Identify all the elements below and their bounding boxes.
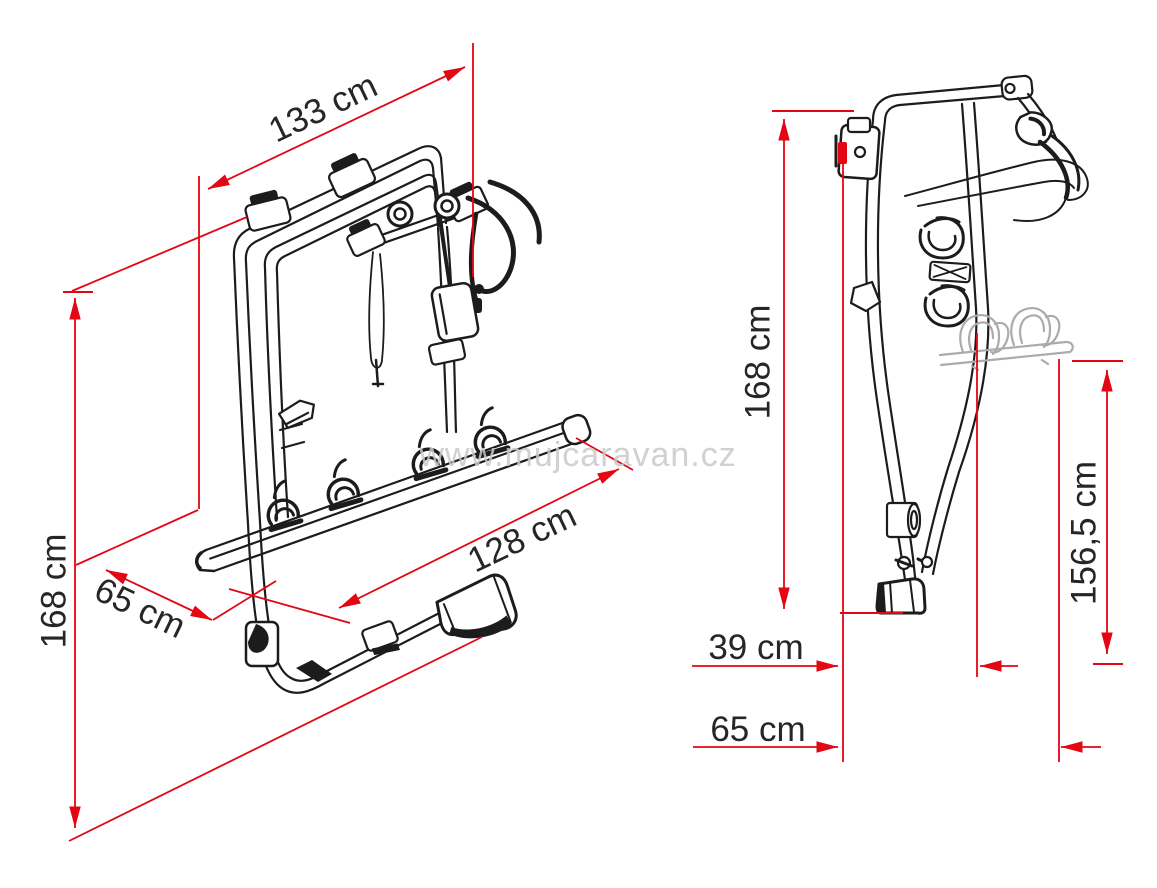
front-rail-extension-left: [228, 588, 351, 624]
front-box-top-left-edge: [71, 216, 248, 292]
front-wheel-holder: [473, 406, 511, 460]
side-grayed-rail: [938, 307, 1074, 372]
side-inner-tube: [920, 101, 990, 576]
watermark-text: www.mujcaravan.cz: [418, 436, 736, 474]
front-rail-clamp: [328, 153, 376, 199]
front-depth-extension-line: [212, 580, 277, 621]
side-wing-clamp: [894, 555, 934, 571]
front-rail-dimension-line: [338, 468, 620, 609]
side-wheel-cradle: [918, 216, 965, 260]
front-straps: [465, 179, 542, 313]
side-left-bracket: [849, 280, 882, 313]
side-lower-bracket: [885, 501, 922, 539]
side-rail-height-label: 156,5 cm: [1064, 461, 1103, 605]
front-height-label: 168 cm: [34, 534, 73, 649]
side-strap-curves: [904, 158, 1089, 222]
front-left-foot: [244, 620, 280, 668]
side-cross-clamp: [928, 260, 972, 284]
front-rail-clamp: [244, 189, 292, 232]
side-wheel-cradle: [923, 284, 970, 328]
front-width-dimension-line: [207, 66, 466, 190]
front-rail-extension-right: [575, 437, 634, 471]
front-center-post: [427, 225, 480, 434]
front-depth-dimension-line: [105, 569, 213, 621]
front-box-bottom-edge: [68, 636, 483, 842]
front-wheel-holder: [266, 479, 304, 533]
front-mid-bracket: [361, 620, 400, 656]
side-arm-head: [1000, 74, 1034, 101]
gray-wheel-cradle: [959, 314, 1010, 356]
front-view-line-art: [195, 145, 592, 694]
side-view-dimensions: [692, 110, 1123, 762]
front-left-bracket: [277, 399, 315, 429]
side-depth-upper-label: 39 cm: [708, 628, 803, 667]
front-width-label: 133 cm: [263, 66, 383, 151]
side-clamp-red-marker: [838, 142, 847, 164]
front-rail-length-label: 128 cm: [462, 496, 582, 581]
front-rail-clamp: [346, 219, 386, 257]
side-foot: [875, 577, 927, 615]
gray-wheel-cradle: [1010, 307, 1061, 349]
side-height-label: 168 cm: [738, 305, 777, 420]
side-hook: [1037, 134, 1081, 201]
front-view-dimensions: [63, 43, 634, 842]
front-right-foot: [435, 573, 518, 639]
front-strap-spool: [386, 192, 461, 228]
front-tube-bracket: [296, 660, 332, 682]
front-center-strap: [368, 251, 385, 388]
side-depth-lower-label: 65 cm: [710, 710, 805, 749]
front-box-depth-edge: [75, 509, 199, 566]
side-clamp-head: [1015, 111, 1053, 146]
front-depth-label: 65 cm: [89, 570, 192, 646]
